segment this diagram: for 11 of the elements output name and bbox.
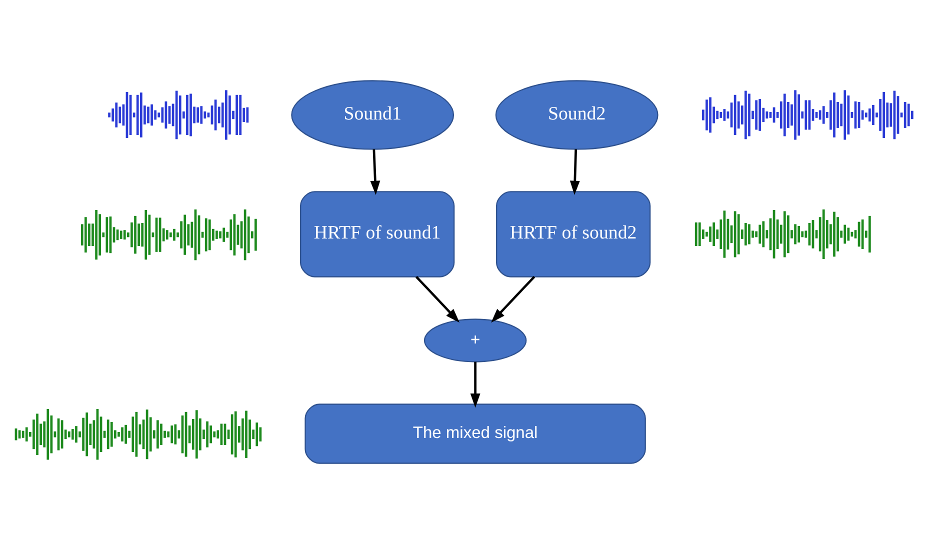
node-ellipse: Sound1 [291,80,454,150]
arrow [470,361,480,408]
arrow [570,148,580,194]
node-box: HRTF of sound2 [496,190,651,277]
arrow [415,275,460,322]
node-ellipse: + [424,318,527,362]
node-box: HRTF of sound1 [300,190,455,277]
node-box: The mixed signal [304,403,646,464]
arrow [370,148,380,194]
node-ellipse: Sound2 [495,80,658,150]
arrow [491,275,536,322]
